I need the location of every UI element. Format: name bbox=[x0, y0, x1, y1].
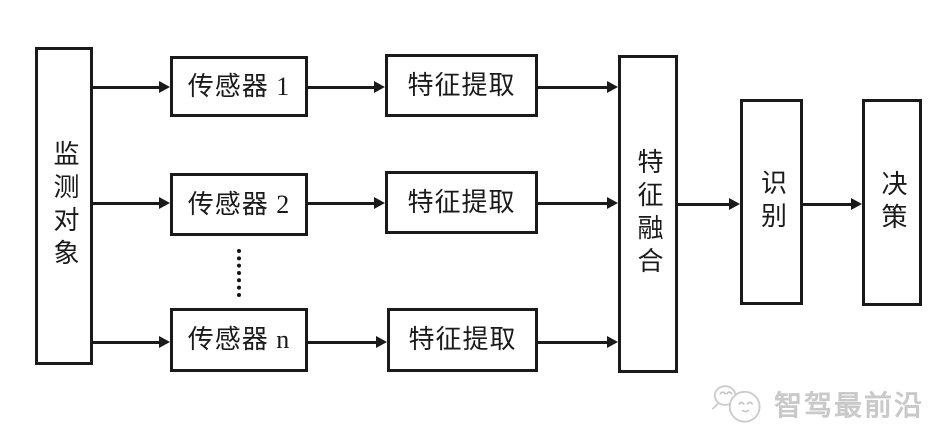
node-sensor-2: 传感器 2 bbox=[170, 173, 308, 236]
arrow-sensor-1-to-extract-1 bbox=[308, 81, 385, 93]
node-extract-n-label: 特征提取 bbox=[408, 325, 517, 354]
arrow-fusion-to-recognition bbox=[678, 198, 740, 210]
node-sensor-n-label: 传感器 n bbox=[187, 325, 291, 354]
node-decision-label: 决策 bbox=[878, 169, 907, 236]
arrow-extract-n-to-fusion bbox=[538, 336, 618, 348]
node-extract-2-label: 特征提取 bbox=[407, 187, 516, 217]
watermark-text: 智驾最前沿 bbox=[773, 389, 924, 421]
node-sensor-n: 传感器 n bbox=[170, 308, 308, 372]
node-recognition: 识别 bbox=[740, 99, 803, 305]
node-extract-1: 特征提取 bbox=[385, 54, 538, 117]
arrow-extract-2-to-fusion bbox=[538, 197, 618, 209]
node-extract-2: 特征提取 bbox=[385, 171, 538, 234]
watermark: 智驾最前沿 bbox=[711, 381, 924, 430]
node-decision: 决策 bbox=[862, 99, 922, 306]
arrow-monitor-to-sensor-1 bbox=[93, 81, 170, 93]
arrow-sensor-n-to-extract-n bbox=[308, 336, 387, 348]
arrow-sensor-2-to-extract-2 bbox=[308, 197, 385, 209]
arrow-monitor-to-sensor-n bbox=[93, 336, 170, 348]
node-sensor-1: 传感器 1 bbox=[170, 56, 308, 117]
node-fusion-label: 特征融合 bbox=[634, 148, 663, 280]
node-fusion: 特征融合 bbox=[618, 55, 678, 373]
node-sensor-2-label: 传感器 2 bbox=[187, 189, 291, 219]
node-extract-n: 特征提取 bbox=[387, 308, 538, 372]
ellipsis-dots bbox=[237, 249, 241, 297]
node-extract-1-label: 特征提取 bbox=[407, 70, 516, 100]
node-monitor: 监测对象 bbox=[35, 47, 93, 365]
node-monitor-label: 监测对象 bbox=[50, 140, 79, 272]
arrow-monitor-to-sensor-2 bbox=[93, 197, 170, 209]
node-recognition-label: 识别 bbox=[757, 169, 787, 235]
arrow-extract-1-to-fusion bbox=[538, 81, 618, 93]
node-sensor-1-label: 传感器 1 bbox=[187, 71, 291, 101]
arrow-recognition-to-decision bbox=[803, 198, 862, 210]
panda-mascot-logo-icon bbox=[711, 381, 768, 430]
